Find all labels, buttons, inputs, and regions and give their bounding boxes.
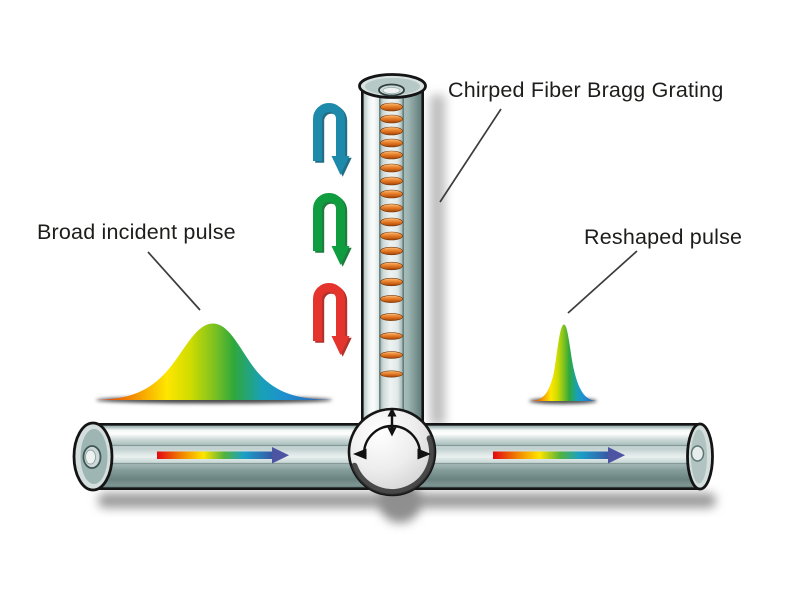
grating-discs [380,102,403,378]
fbg-inner-fiber-top-opening [382,86,401,95]
grating-disc [380,246,403,256]
green-uturn-arrow [313,193,352,267]
input-spectrum-arrow-head [272,447,289,464]
grating-disc [380,163,403,173]
grating-disc [380,114,403,124]
circulator-vertical-arrow-up-head [387,407,397,417]
circulator [347,407,437,497]
red-uturn-arrow [313,283,352,357]
grating-disc [380,203,403,213]
grating-disc [380,189,403,199]
green-uturn-head [331,246,350,265]
grating-disc [380,351,403,359]
grating-disc [380,277,403,287]
circulator-arc-right-arrowhead [417,448,431,460]
grating-disc [380,313,403,321]
broad-incident-pulse [95,323,334,404]
grating-disc [380,138,403,148]
broad-incident-pulse-label: Broad incident pulse [37,220,236,244]
output-spectrum-arrow-head [608,447,625,464]
grating-disc [380,176,403,186]
grating-disc [380,370,403,378]
grating-disc [380,332,403,340]
grating-disc [380,231,403,241]
reshaped-label-pointer-line [567,250,638,314]
grating-disc [380,217,403,227]
red-uturn-head [331,336,350,355]
grating-disc [380,150,403,160]
reshaped-pulse [529,324,597,404]
broad-pulse-shape [95,323,334,400]
output-spectrum-arrow [493,447,625,464]
fiber-core-left-opening [85,449,96,465]
grating-label-pointer-line [439,108,502,203]
circulator-rim-shading [351,435,435,495]
blue-uturn-head [331,156,350,175]
incident-label-pointer-line [147,251,201,311]
reshaped-pulse-label: Reshaped pulse [584,225,743,249]
circulator-vertical-arrow-down-head [387,427,397,437]
fiber-core-right-end [690,445,705,462]
grating-disc [380,295,403,303]
grating-disc [380,126,403,136]
grating-disc [380,102,403,112]
vertical-tube-shadow [430,95,445,425]
red-uturn-path [313,283,345,341]
blue-uturn-arrow [313,103,352,177]
circulator-arc-left-arrowhead [353,448,367,460]
input-spectrum-arrow [157,447,289,464]
grating-disc [380,261,403,271]
output-spectrum-arrow-shaft [493,451,609,459]
reshaped-pulse-shape [531,324,597,401]
chirped-fbg-label: Chirped Fiber Bragg Grating [448,78,724,102]
input-spectrum-arrow-shaft [157,451,273,459]
blue-uturn-path [313,103,345,161]
fbg-vertical-tube [358,73,427,446]
drop-shadows [98,95,716,523]
green-uturn-path [313,193,345,251]
